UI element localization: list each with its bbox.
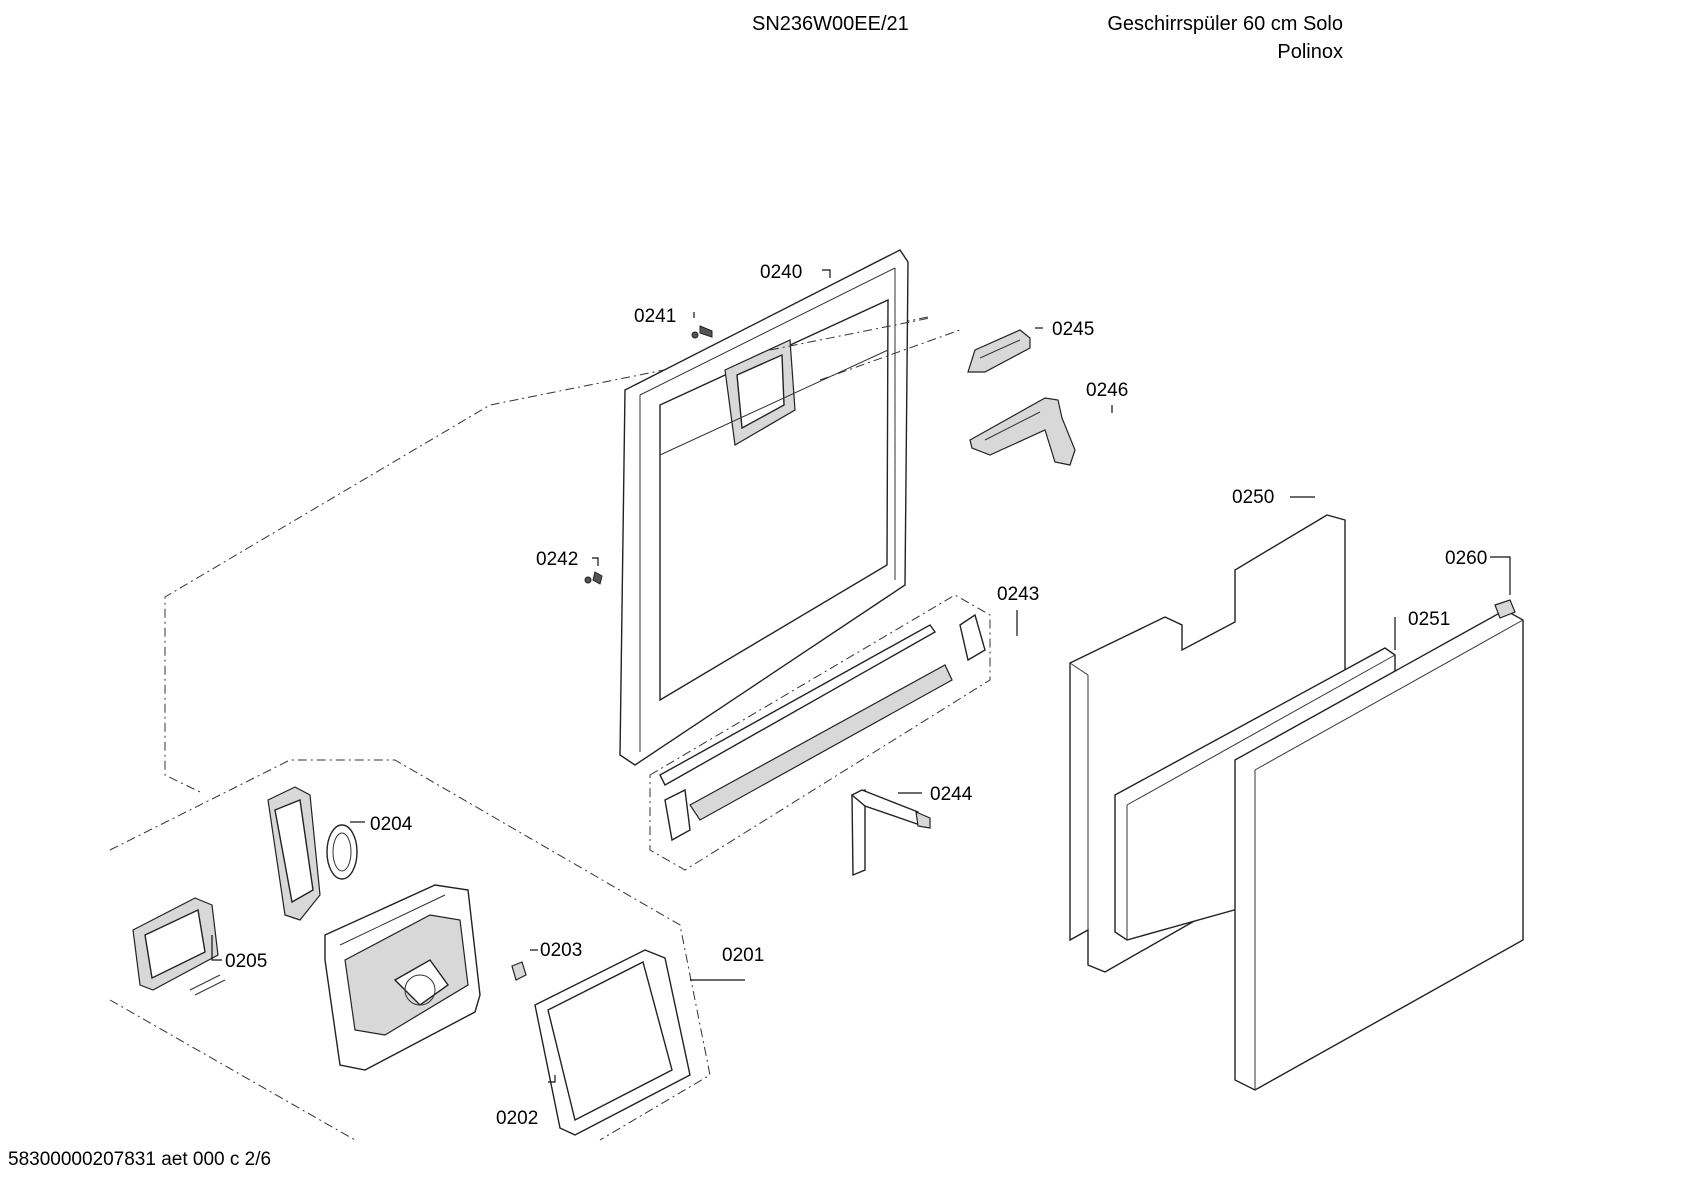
latch-bracket-0246 (969, 397, 1076, 466)
model-number: SN236W00EE/21 (752, 13, 909, 35)
label-0242: 0242 (536, 549, 578, 570)
hinge-clip-0245 (967, 329, 1031, 373)
screw-0241 (699, 325, 713, 338)
label-0251: 0251 (1408, 609, 1450, 630)
label-0201: 0201 (722, 945, 764, 966)
label-0204: 0204 (370, 814, 413, 835)
document-code: 58300000207831 aet 000 c 2/6 (8, 1149, 272, 1170)
label-0245: 0245 (1052, 319, 1094, 340)
label-0241: 0241 (634, 306, 676, 327)
label-0203: 0203 (540, 940, 582, 961)
label-0260: 0260 (1445, 548, 1487, 569)
product-variant: Polinox (1277, 41, 1343, 63)
dispenser-body-0201 (324, 884, 481, 1071)
label-0250: 0250 (1232, 487, 1274, 508)
outer-door-panel-0260 (1234, 599, 1524, 1091)
product-title: Geschirrspüler 60 cm Solo (1107, 13, 1343, 35)
dispenser-lid-0205 (132, 897, 226, 996)
rail-group-0243 (649, 594, 991, 871)
small-clip-0203 (511, 961, 527, 981)
inner-door-frame-0240 (584, 249, 909, 766)
label-0246: 0246 (1086, 380, 1128, 401)
label-0243: 0243 (997, 584, 1039, 605)
dispenser-seal-0202 (534, 949, 691, 1136)
vent-duct-0204 (267, 786, 358, 921)
label-0244: 0244 (930, 784, 973, 805)
label-0202: 0202 (496, 1108, 538, 1129)
label-0205: 0205 (225, 951, 267, 972)
screw-0242 (592, 571, 603, 585)
hinge-arm-0244 (850, 788, 931, 877)
assembly-outline-upper (164, 316, 929, 793)
assembly-outline-lower (109, 759, 711, 1141)
label-0240: 0240 (760, 262, 802, 283)
